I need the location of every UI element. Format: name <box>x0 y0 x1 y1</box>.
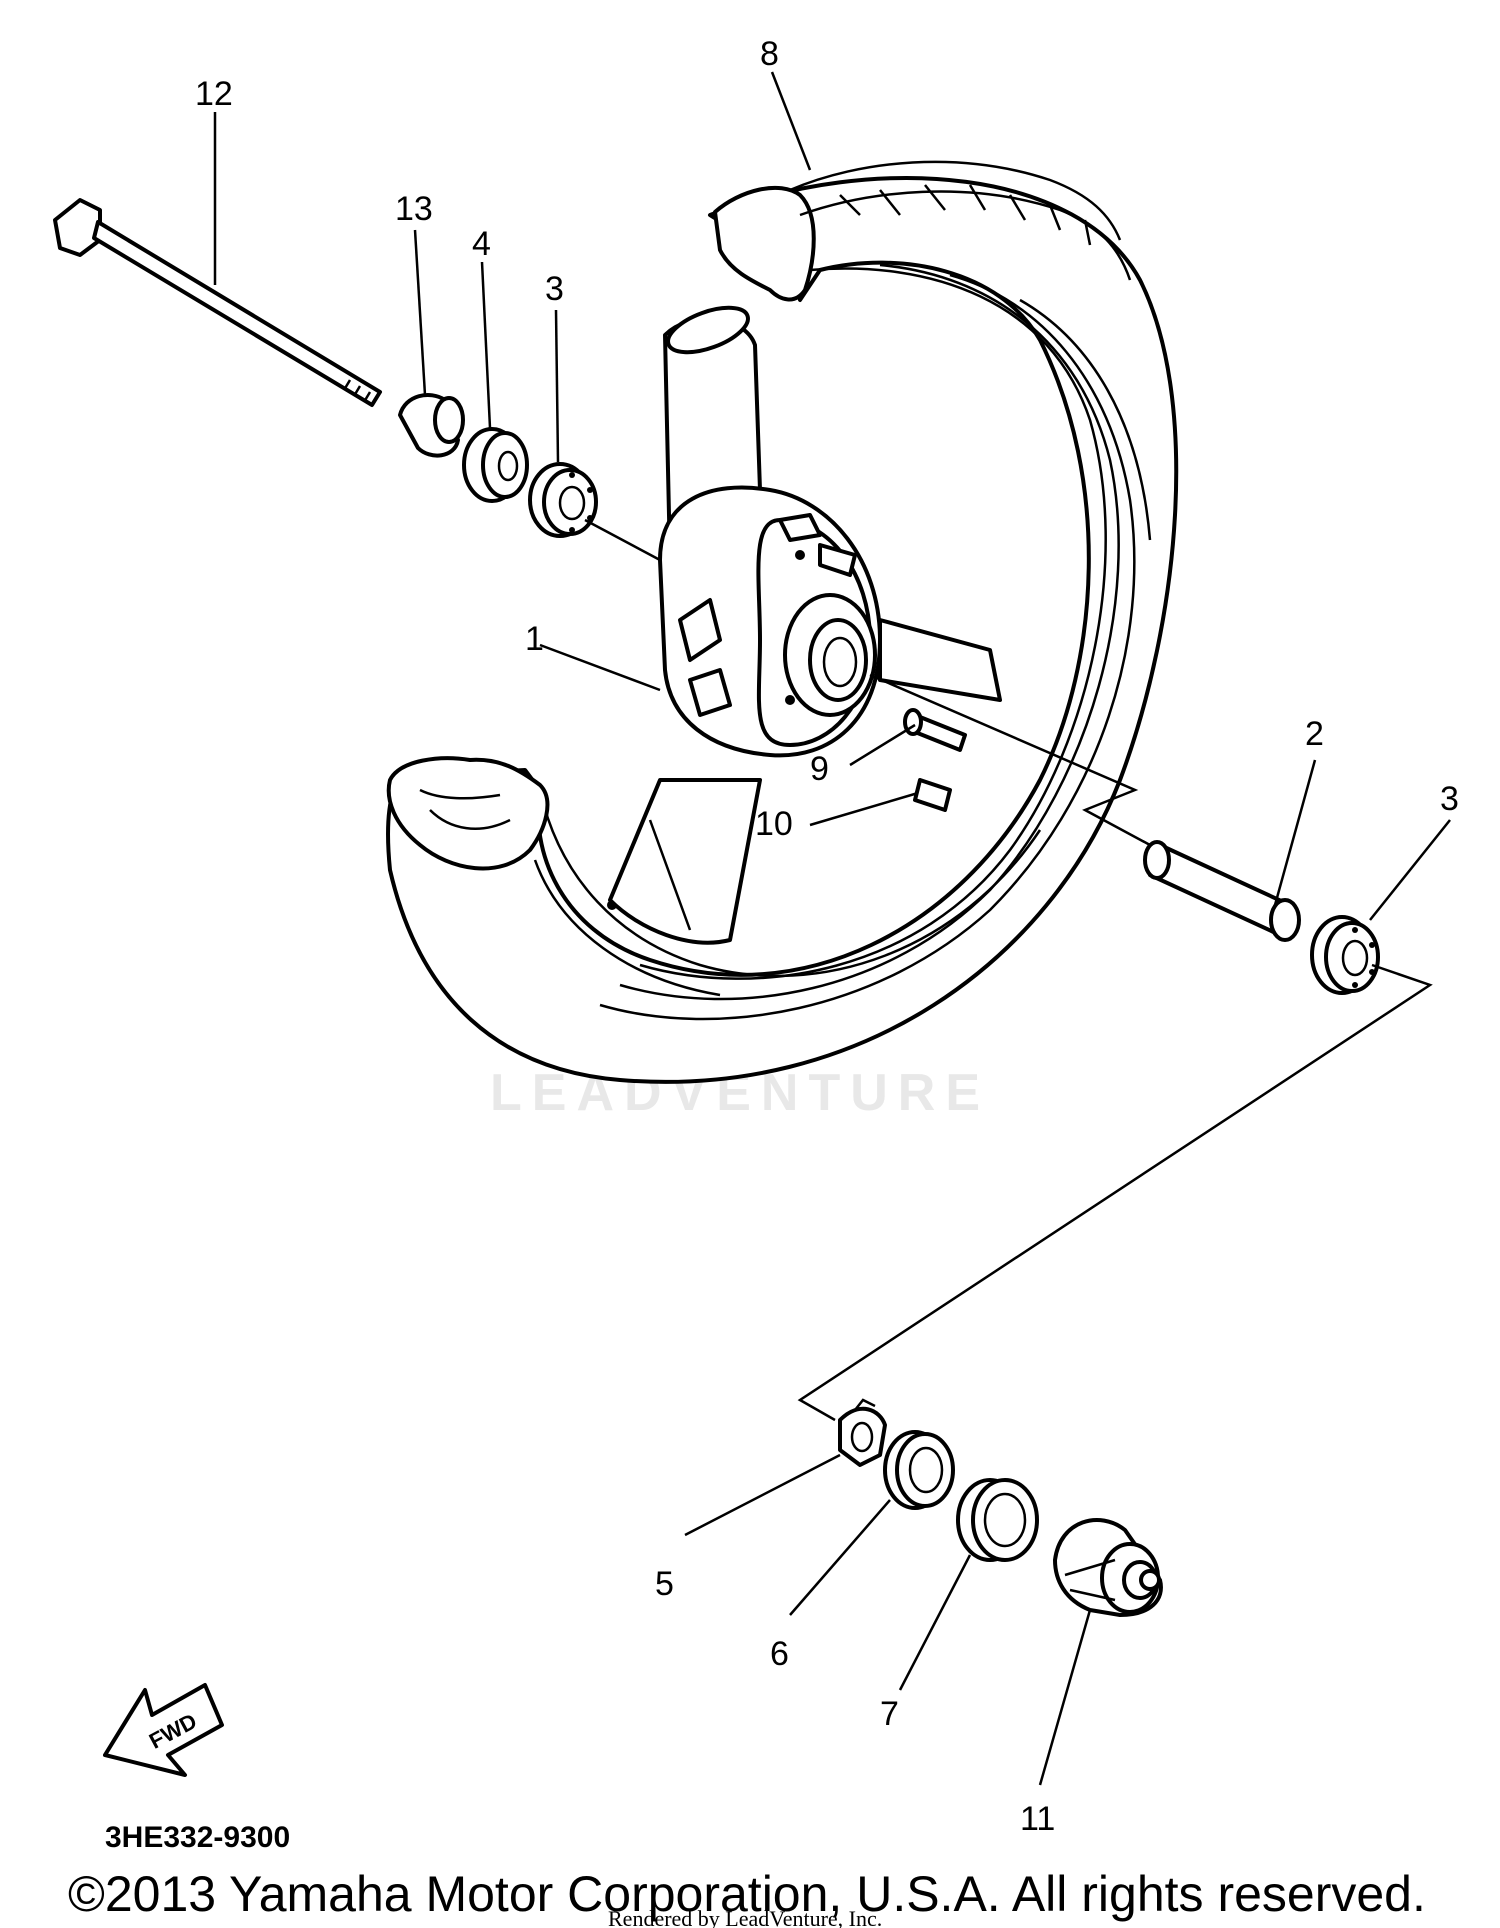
seal-7[interactable] <box>956 1478 1039 1562</box>
callout-5: 5 <box>655 1565 674 1603</box>
callout-2: 2 <box>1305 715 1324 753</box>
callouts: 8 12 13 4 3 1 9 10 2 3 5 6 7 11 <box>195 35 1459 1838</box>
callout-13: 13 <box>395 190 433 228</box>
callout-1: 1 <box>525 620 544 658</box>
bearing-3-lower[interactable] <box>1310 915 1380 995</box>
hub-and-spokes[interactable] <box>608 299 1002 945</box>
oil-seal-4[interactable] <box>462 427 529 503</box>
oil-seal-6[interactable] <box>883 1430 955 1510</box>
leader-lines <box>213 71 1451 1786</box>
wheel-assembly[interactable] <box>386 160 1179 1084</box>
callout-4: 4 <box>472 225 491 263</box>
gear-unit-11[interactable] <box>1053 1518 1163 1617</box>
diagram-code: 3HE332-9300 <box>105 1821 290 1854</box>
bearing-3-upper[interactable] <box>528 462 598 538</box>
valve-stem[interactable] <box>903 708 967 812</box>
axle-shaft[interactable] <box>53 198 382 407</box>
callout-11: 11 <box>1020 1800 1055 1838</box>
callout-6: 6 <box>770 1635 789 1673</box>
callout-3-upper: 3 <box>545 270 564 308</box>
clip-5[interactable] <box>838 1398 887 1467</box>
callout-10: 10 <box>755 805 793 843</box>
callout-12: 12 <box>195 75 233 113</box>
copyright-text: ©2013 Yamaha Motor Corporation, U.S.A. A… <box>68 1866 1426 1922</box>
callout-9: 9 <box>810 750 829 788</box>
callout-8: 8 <box>760 35 779 73</box>
collar-13[interactable] <box>398 393 465 458</box>
spacer-2[interactable] <box>1143 840 1301 942</box>
fwd-arrow-icon: FWD <box>103 1683 224 1777</box>
callout-7: 7 <box>880 1695 899 1733</box>
rendered-by-text: Rendered by LeadVenture, Inc. <box>608 1906 882 1928</box>
callout-3-lower: 3 <box>1440 780 1459 818</box>
